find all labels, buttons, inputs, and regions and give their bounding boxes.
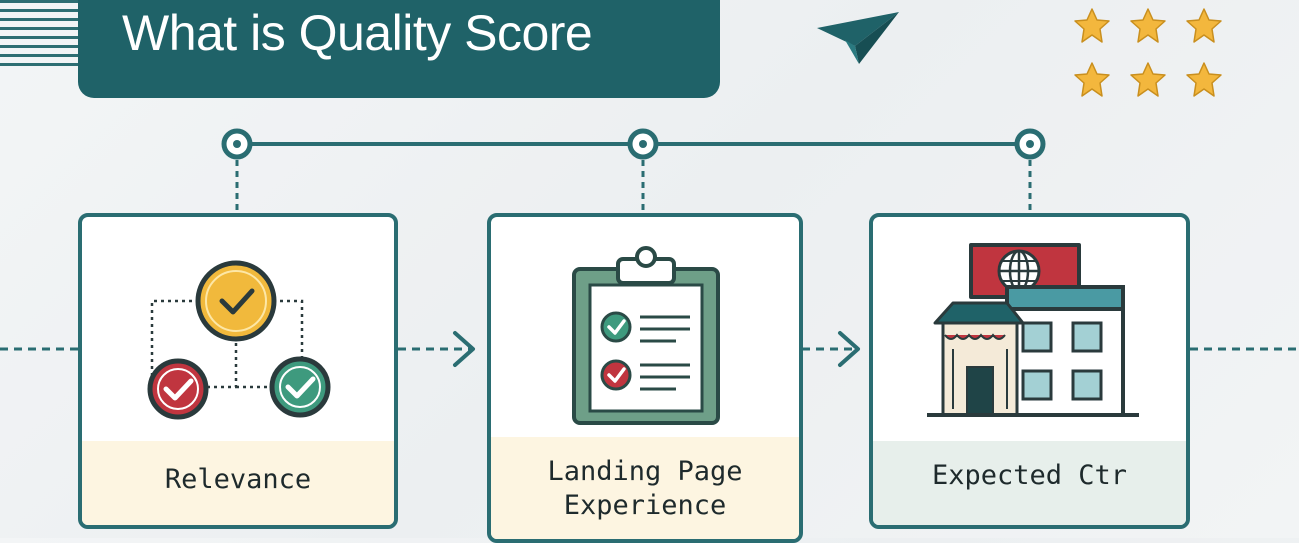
step-label: Relevance bbox=[164, 464, 312, 495]
step-card-expected-ctr: Expected Ctr bbox=[869, 213, 1190, 529]
step-label: Expected Ctr bbox=[931, 460, 1128, 491]
star-icon bbox=[1074, 62, 1110, 97]
connector-node-2 bbox=[627, 128, 659, 160]
label-band: Relevance bbox=[82, 441, 394, 525]
step-card-landing-page: Landing Page Experience bbox=[487, 213, 803, 543]
paper-plane-icon bbox=[817, 12, 899, 64]
label-band: Landing Page Experience bbox=[491, 437, 799, 539]
relevance-checks-icon bbox=[147, 260, 331, 420]
connector-node-1 bbox=[221, 128, 253, 160]
star-icon bbox=[1130, 62, 1166, 97]
arrow-right-icon bbox=[838, 331, 860, 367]
rating-stars bbox=[1074, 8, 1222, 97]
clipboard-checklist-icon bbox=[572, 246, 720, 425]
storefront-building-icon bbox=[927, 243, 1139, 417]
step-label-line-2: Experience bbox=[563, 490, 727, 521]
step-card-relevance: Relevance bbox=[78, 213, 398, 529]
star-icon bbox=[1186, 62, 1222, 97]
star-icon bbox=[1186, 8, 1222, 43]
label-band: Expected Ctr bbox=[873, 441, 1186, 525]
page-title: What is Quality Score bbox=[122, 5, 593, 61]
arrow-right-icon bbox=[453, 331, 475, 367]
step-label-line-1: Landing Page bbox=[547, 456, 743, 487]
star-icon bbox=[1074, 8, 1110, 43]
decorative-stripes bbox=[0, 0, 78, 78]
connector-node-3 bbox=[1014, 128, 1046, 160]
star-icon bbox=[1130, 8, 1166, 43]
title-banner bbox=[78, 0, 720, 98]
